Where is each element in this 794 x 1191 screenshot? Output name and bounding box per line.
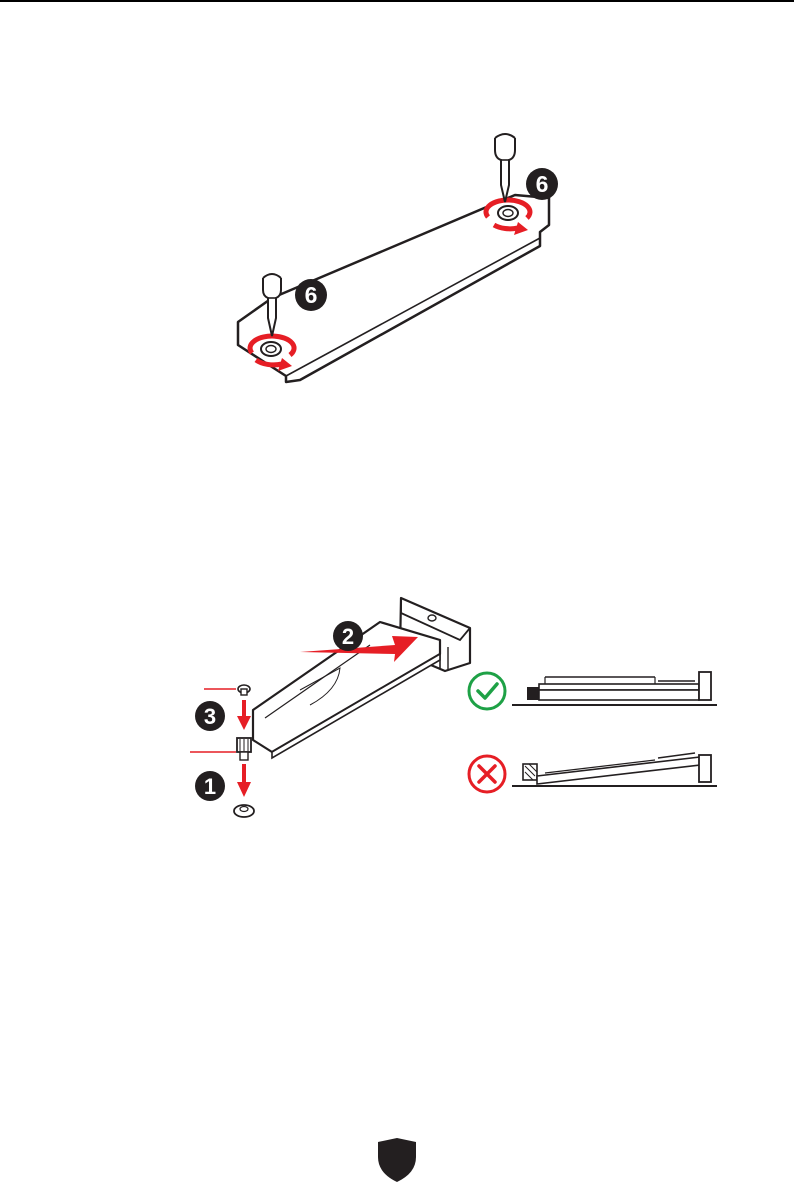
correct-install-diagram [469, 672, 717, 709]
svg-text:2: 2 [342, 624, 354, 649]
step-badge: 6 [295, 279, 327, 311]
standoff-icon [237, 738, 251, 760]
step-badge: 1 [195, 771, 225, 801]
figure-install-ssd-svg: 2 3 1 [190, 590, 730, 830]
washer-icon [234, 805, 254, 817]
figure-tighten-screws: 6 6 [220, 120, 580, 400]
svg-text:6: 6 [305, 282, 318, 308]
screw-hole-right [498, 206, 518, 220]
incorrect-install-diagram [469, 753, 717, 792]
screwdriver-icon [495, 134, 515, 202]
step-badge: 6 [526, 168, 558, 200]
screw-icon [238, 685, 250, 695]
step-badge: 2 [333, 621, 363, 651]
check-icon [469, 673, 505, 709]
down-arrow-icon [237, 764, 251, 797]
step-badge: 3 [195, 701, 225, 731]
svg-text:3: 3 [204, 704, 216, 729]
svg-text:1: 1 [204, 774, 216, 799]
top-border-line [0, 0, 794, 2]
figure-tighten-screws-svg: 6 6 [220, 120, 580, 400]
screw-hole-left [261, 342, 281, 356]
svg-text:6: 6 [536, 171, 549, 197]
shield-icon [376, 1137, 418, 1183]
ssd-card-top [238, 195, 549, 382]
figure-install-ssd: 2 3 1 [190, 590, 730, 830]
down-arrow-icon [237, 700, 251, 730]
